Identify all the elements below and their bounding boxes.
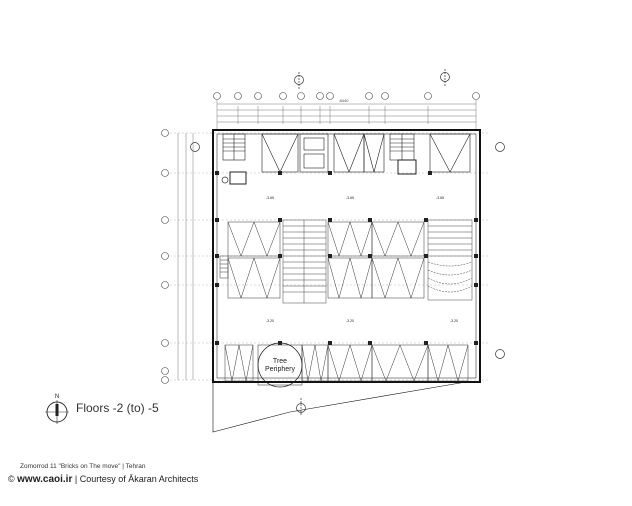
courtesy-text: Courtesy of Ākaran Architects bbox=[79, 474, 199, 484]
plan-legend: N Floors -2 (to) -5 bbox=[40, 392, 200, 426]
separator: | bbox=[74, 474, 78, 484]
level-tag: -3.20 bbox=[450, 319, 458, 323]
level-tag: -3.65 bbox=[436, 196, 444, 200]
overall-dimension-text: 8440 bbox=[340, 98, 350, 103]
grid-axis-top bbox=[213, 92, 480, 100]
copyright-symbol: © bbox=[8, 474, 15, 484]
room-label-line: Periphery bbox=[265, 366, 295, 373]
dimension-lines-left bbox=[177, 133, 194, 380]
outer-walls bbox=[212, 129, 481, 433]
grid-axis-left bbox=[161, 129, 169, 384]
level-tag: -3.65 bbox=[266, 196, 274, 200]
dimension-lines-top bbox=[216, 100, 477, 130]
stair-left-side bbox=[219, 255, 229, 279]
level-tag: -3.20 bbox=[266, 319, 274, 323]
structural-columns bbox=[215, 171, 478, 345]
parking-bays-row-1 bbox=[227, 221, 425, 299]
level-tags: -3.65 -3.65 -3.65 -3.20 -3.20 -3.20 bbox=[266, 196, 458, 323]
north-arrow-icon: N bbox=[45, 394, 69, 424]
project-caption: Zomorrod 11 "Bricks on The move" | Tehra… bbox=[20, 463, 146, 470]
parking-bays-row-2 bbox=[224, 344, 469, 382]
level-tag: -3.20 bbox=[346, 319, 354, 323]
tree-periphery-label: Tree Periphery bbox=[257, 358, 303, 374]
stair-core-left bbox=[222, 133, 247, 185]
ramp-right bbox=[427, 219, 473, 301]
legend-title: Floors -2 (to) -5 bbox=[76, 401, 159, 415]
ramp-left bbox=[282, 219, 327, 304]
credit-line: © www.caoi.ir | Courtesy of Ākaran Archi… bbox=[8, 474, 198, 485]
storage-rooms-top bbox=[261, 133, 471, 173]
section-markers bbox=[190, 69, 505, 416]
site-link[interactable]: www.caoi.ir bbox=[17, 474, 73, 485]
stair-core-right bbox=[389, 133, 417, 175]
level-tag: -3.65 bbox=[346, 196, 354, 200]
north-letter: N bbox=[55, 394, 59, 400]
room-label-line: Tree bbox=[272, 358, 288, 365]
